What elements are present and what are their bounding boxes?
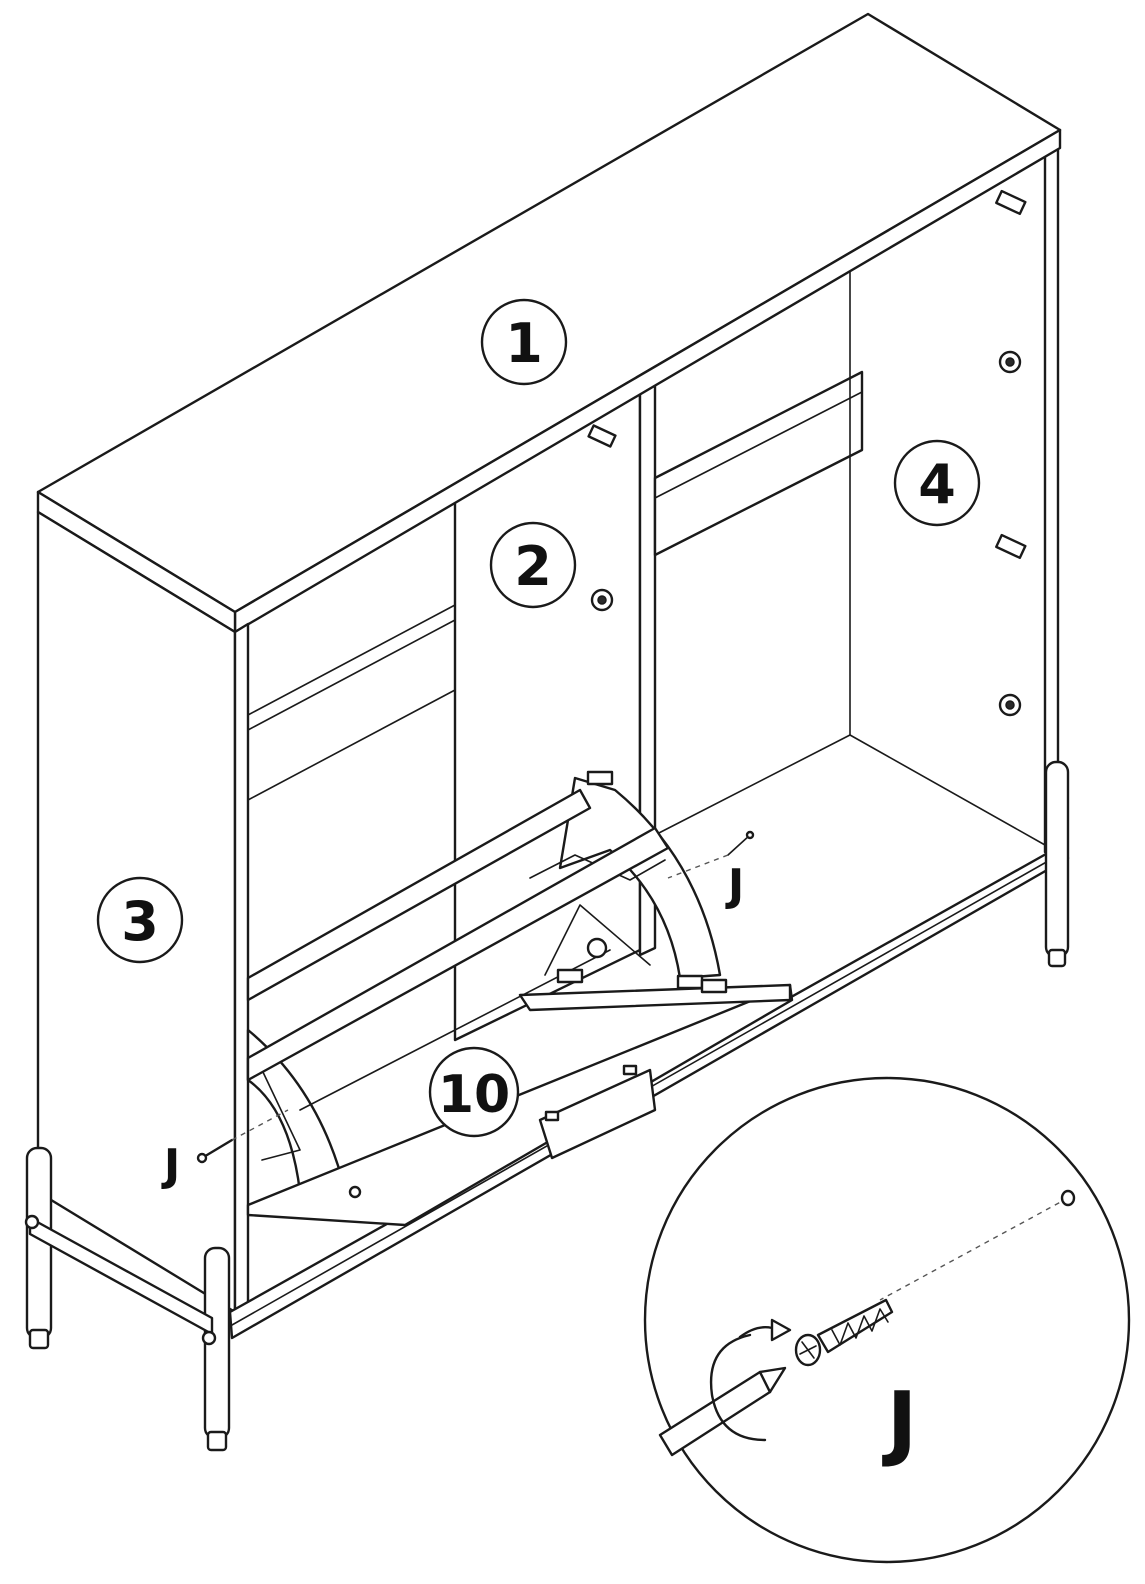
screw-icon [794,1298,894,1367]
door-rail-middle [246,826,670,1082]
screw-detail-callout: J [643,1076,1131,1564]
part-label-2: 2 [489,521,577,609]
part-label-2-text: 2 [514,535,552,598]
screw-left [196,1109,289,1164]
dowel-icon [995,189,1027,216]
screwdriver-icon [658,1366,787,1457]
leg-back-right [1044,760,1070,959]
panel-4-edge [1043,138,1060,854]
part-label-4-text: 4 [918,453,956,516]
part-label-1: 1 [480,298,568,386]
cam-lock-icon [586,937,608,959]
bolt-icon [201,1330,217,1346]
screw-right [667,830,755,879]
dowel-icon [676,974,704,990]
panel-hardware [587,189,1027,717]
part-label-3: 3 [96,876,184,964]
part-label-10: 10 [428,1046,520,1138]
rotate-arrow-icon [709,1318,792,1442]
dowel-icon [995,533,1027,560]
dowel-icon [700,978,728,994]
part-label-4: 4 [893,439,981,527]
bolt-icon [24,1214,40,1230]
dowel-icon [586,770,614,786]
door-rail-top [246,788,592,1002]
part-label-3-text: 3 [121,890,159,953]
screw-label-right: J [725,860,744,911]
screw-label-left: J [161,1140,180,1191]
part-label-1-text: 1 [505,312,543,375]
dowel-icon [556,968,584,984]
back-rail-right [653,370,864,557]
tipping-door-10 [246,770,794,1227]
detail-screw-label: J [882,1375,918,1470]
part-label-10-text: 10 [438,1065,510,1125]
screw-icon [727,834,751,856]
screw-icon [200,1138,234,1160]
legs [24,760,1070,1452]
dowel-icon [587,424,617,448]
door-handle [538,1068,657,1160]
